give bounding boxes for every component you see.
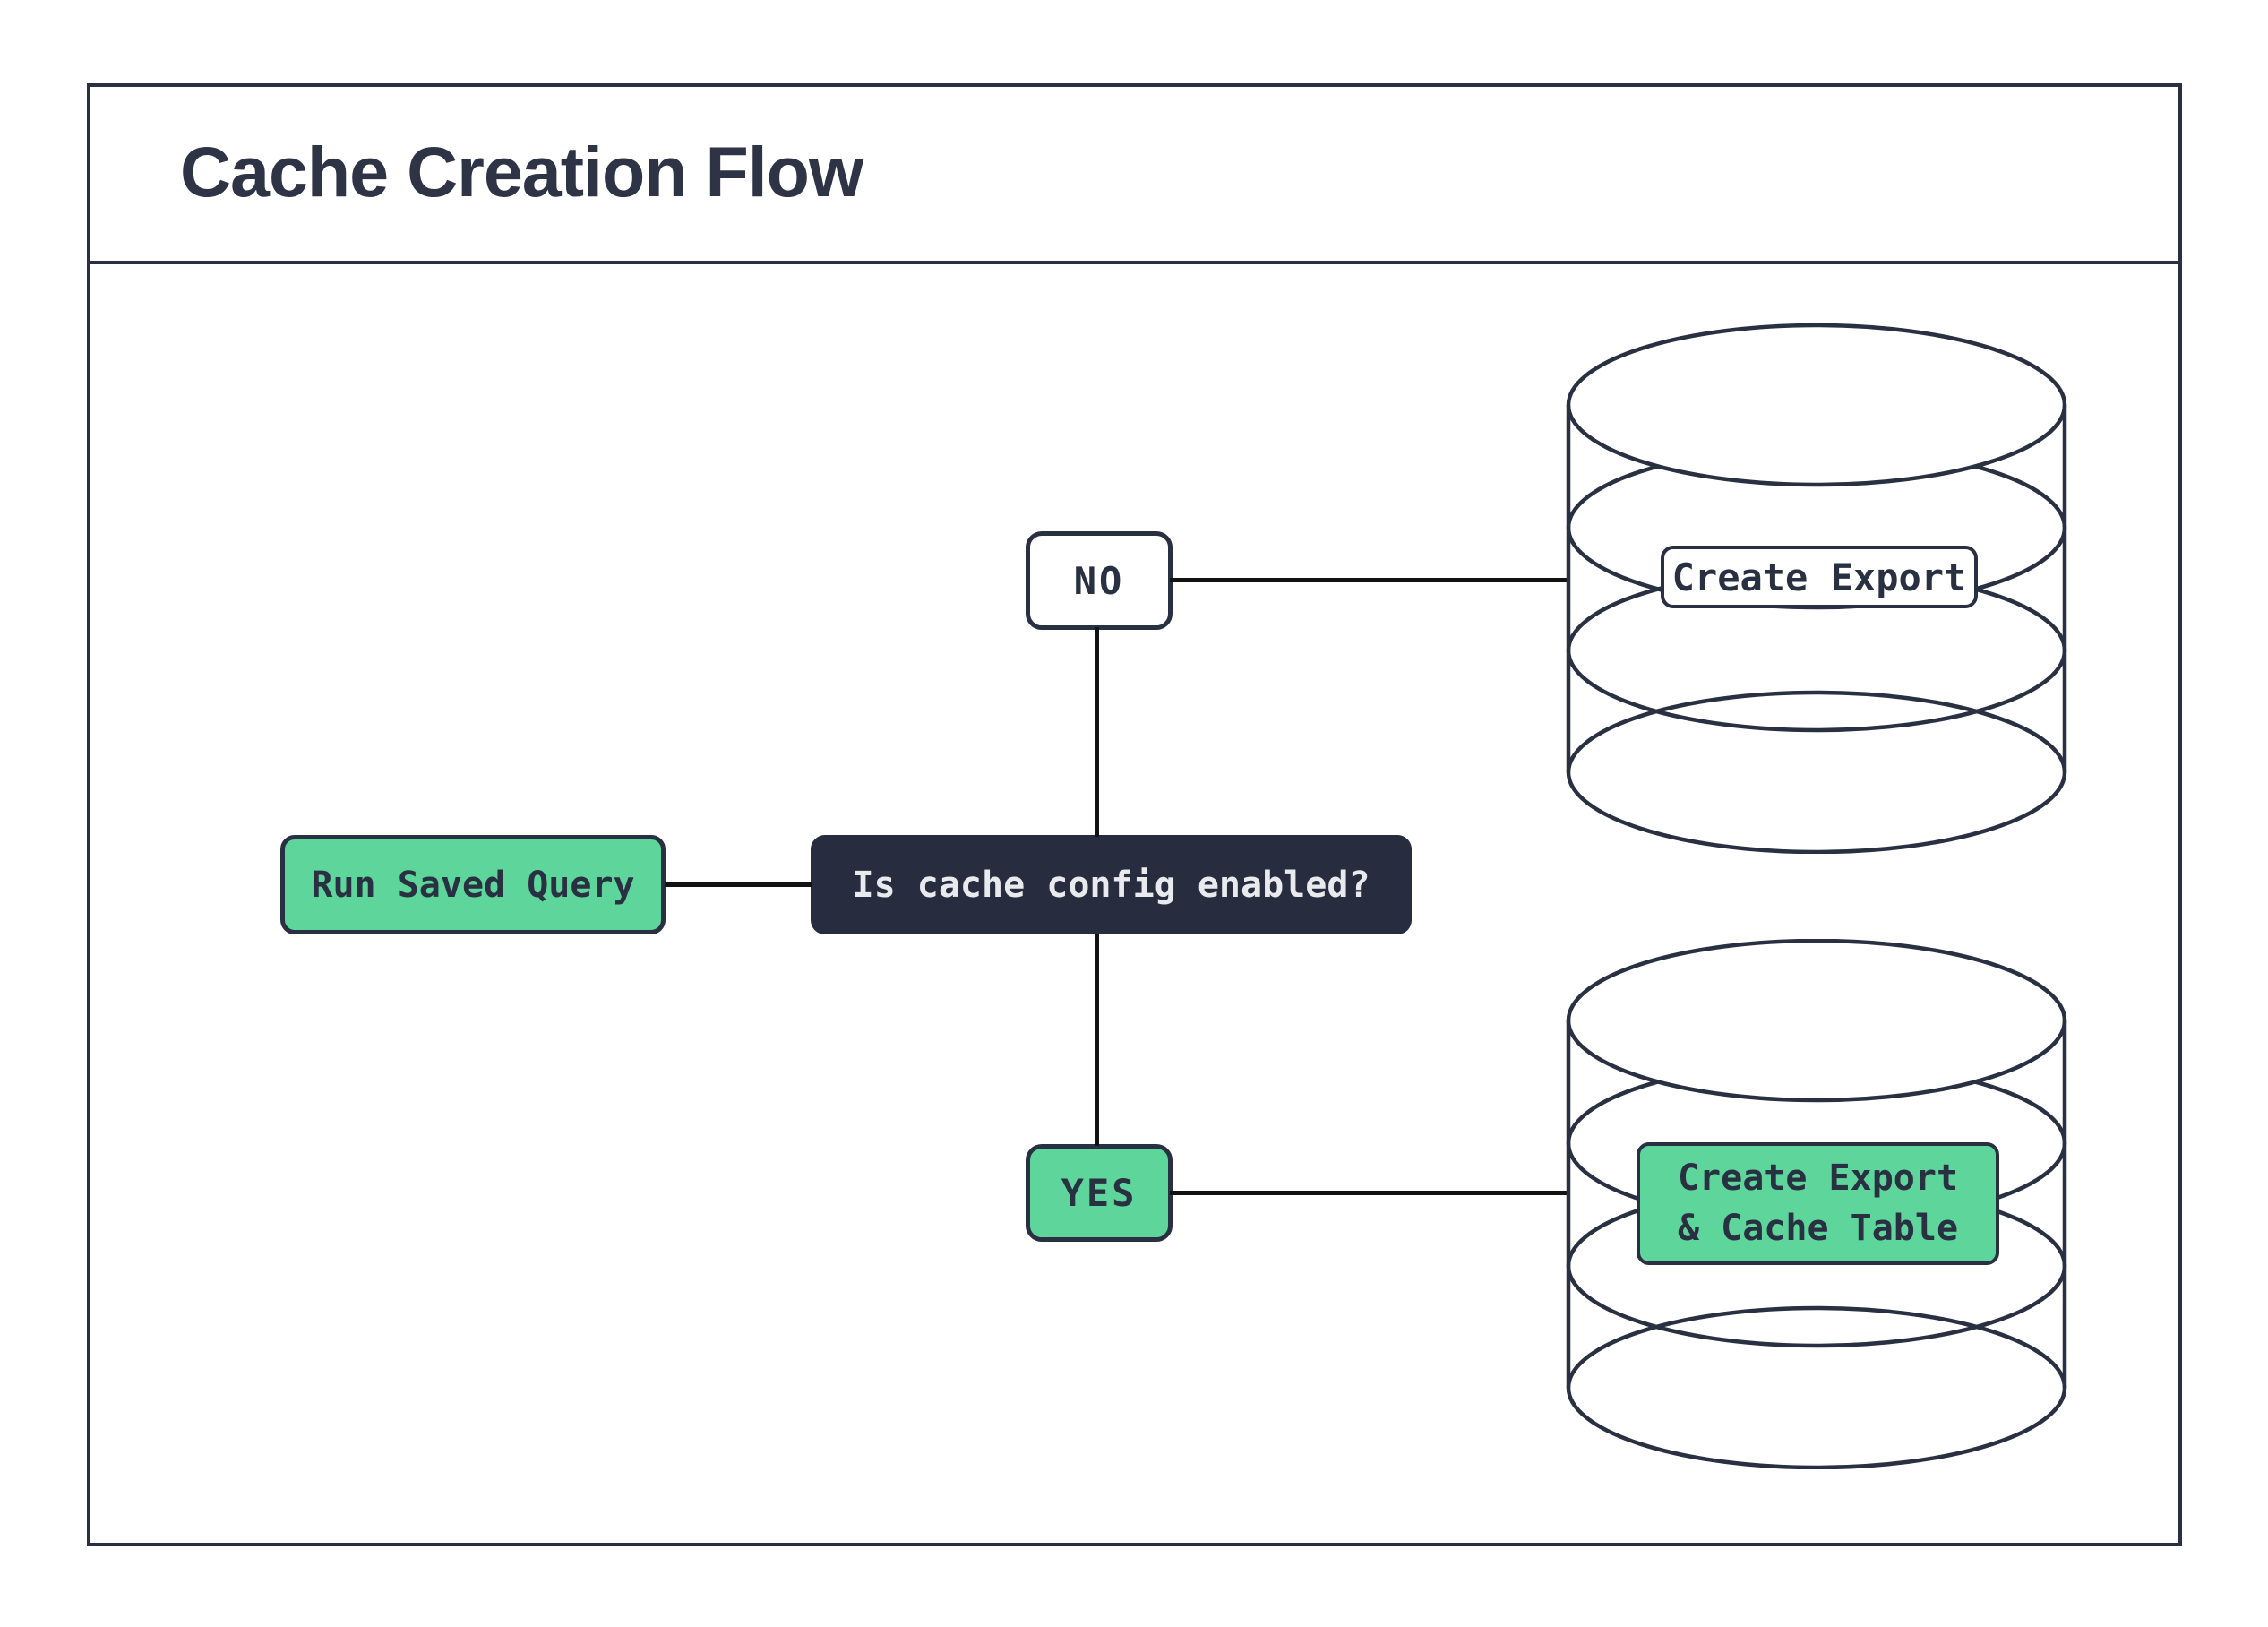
connector-decision-to-yes <box>1095 934 1099 1146</box>
node-run-saved-query: Run Saved Query <box>280 835 666 934</box>
page-title: Cache Creation Flow <box>180 132 863 211</box>
node-create-export: Create Export <box>1661 546 1978 608</box>
node-branch-no: NO <box>1026 531 1173 630</box>
node-branch-no-label: NO <box>1073 558 1125 603</box>
connector-yes-to-database <box>1170 1191 1569 1195</box>
node-create-export-label: Create Export <box>1671 555 1967 599</box>
connector-start-to-decision <box>665 882 812 887</box>
node-run-saved-query-label: Run Saved Query <box>311 864 635 906</box>
header-divider <box>87 261 2182 264</box>
node-branch-yes-label: YES <box>1061 1171 1138 1215</box>
connector-no-to-database <box>1170 578 1569 582</box>
node-branch-yes: YES <box>1026 1144 1173 1242</box>
connector-no-to-decision <box>1095 627 1099 837</box>
node-create-export-cache-table: Create Export & Cache Table <box>1637 1142 1999 1265</box>
node-decision-cache-config: Is cache config enabled? <box>811 835 1412 934</box>
node-decision-label: Is cache config enabled? <box>852 864 1370 906</box>
node-create-export-cache-line2: & Cache Table <box>1677 1207 1959 1249</box>
node-create-export-cache-line1: Create Export <box>1677 1158 1959 1200</box>
